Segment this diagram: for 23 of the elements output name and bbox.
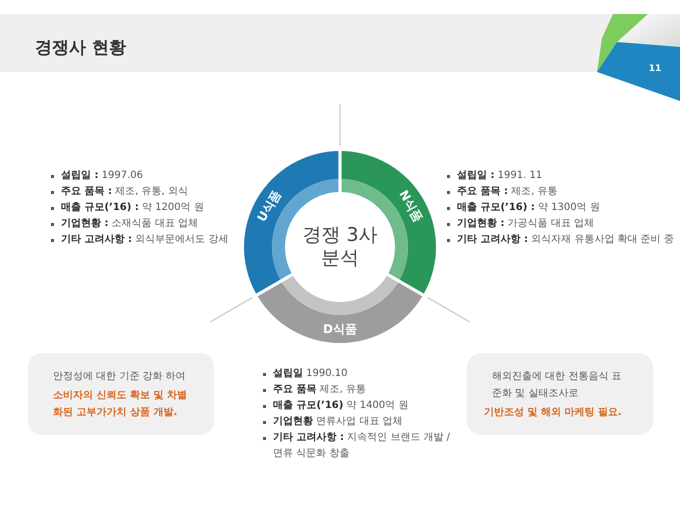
bullet-item: 기업현황 : 가공식품 대표 업체 xyxy=(446,216,676,232)
bullet-item: 주요 품목 : 제조, 유통, 외식 xyxy=(50,184,240,200)
bullet-item: 기타 고려사항 : 외식부문에서도 강세 xyxy=(50,232,240,248)
segment-label: D식품 xyxy=(323,322,357,336)
bullet-item: 매출 규모(’16) : 약 1200억 원 xyxy=(50,200,240,216)
bullet-item: 주요 품목 제조, 유통 xyxy=(262,382,458,398)
bullet-item: 설립일 : 1991. 11 xyxy=(446,168,676,184)
bullet-item: 설립일 : 1997.06 xyxy=(50,168,240,184)
bullet-item: 기업현황 면류사업 대표 업체 xyxy=(262,414,458,430)
note-text: 해외진출에 대한 전통음식 표준화 및 실태조사로 xyxy=(492,370,623,400)
bullet-item: 기타 고려사항 : 지속적인 브랜드 개발 / 면류 식문화 창출 xyxy=(262,430,458,462)
center-title: 경쟁 3사 분석 xyxy=(292,224,388,270)
bullet-item: 기업현황 : 소재식품 대표 업체 xyxy=(50,216,240,232)
bullet-item: 매출 규모(’16) : 약 1300억 원 xyxy=(446,200,676,216)
bullet-item: 설립일 1990.10 xyxy=(262,366,458,382)
highlight-text: 기반조성 및 해외 마케팅 필요. xyxy=(484,406,623,420)
page-number: 11 xyxy=(648,64,662,75)
highlight-text: 소비자의 신뢰도 확보 및 차별화된 고부가가치 상품 개발. xyxy=(53,388,188,420)
page-title: 경쟁사 현황 xyxy=(35,37,126,59)
bullet-item: 매출 규모(’16) 약 1400억 원 xyxy=(262,398,458,414)
note-text: 안정성에 대한 기준 강화 하여 xyxy=(53,370,187,384)
bullet-item: 주요 품목 : 제조, 유통 xyxy=(446,184,676,200)
bullet-item: 기타 고려사항 : 외식자재 유통사업 확대 준비 중 xyxy=(446,232,676,248)
